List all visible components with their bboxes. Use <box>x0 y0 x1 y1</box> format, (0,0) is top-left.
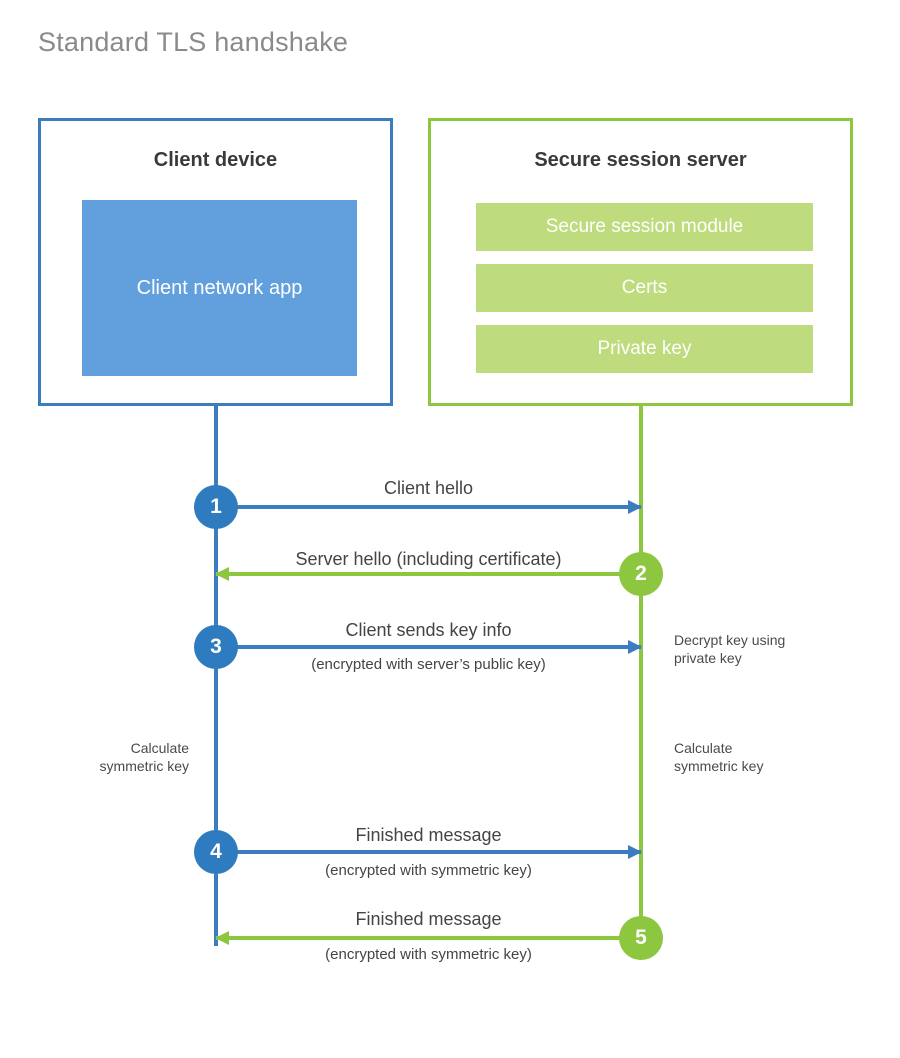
annotation-client-calculate-symmetric-key: Calculate symmetric key <box>99 740 189 775</box>
client-network-app-block: Client network app <box>82 200 357 376</box>
page-title: Standard TLS handshake <box>38 27 349 57</box>
server-component-label: Certs <box>621 277 668 298</box>
arrowhead-right-icon <box>628 640 642 654</box>
step-4-badge: 4 <box>194 830 238 874</box>
server-component-label: Private key <box>597 338 692 359</box>
server-component-label: Secure session module <box>545 216 744 237</box>
step-number: 5 <box>635 926 647 949</box>
secure-session-server-box: Secure session server Secure session mod… <box>428 118 853 406</box>
step-number: 1 <box>210 495 222 518</box>
step-4-sub-label: (encrypted with symmetric key) <box>325 862 532 879</box>
arrow-shaft <box>216 936 641 940</box>
client-network-app-label: Client network app <box>136 276 303 299</box>
step-5-badge: 5 <box>619 916 663 960</box>
client-device-title: Client device <box>153 149 278 171</box>
step-5-sub-label: (encrypted with symmetric key) <box>325 946 532 963</box>
step-1-badge: 1 <box>194 485 238 529</box>
arrow-shaft <box>216 505 641 509</box>
step-2-primary-label: Server hello (including certificate) <box>295 549 562 569</box>
secure-session-server-title: Secure session server <box>534 149 747 171</box>
step-1-primary-label: Client hello <box>383 478 474 498</box>
step-2-badge: 2 <box>619 552 663 596</box>
step-5-primary-label: Finished message <box>355 909 502 929</box>
step-3-primary-label: Client sends key info <box>345 620 512 640</box>
arrowhead-left-icon <box>215 567 229 581</box>
step-4-arrow <box>216 845 642 859</box>
server-component-secure-session-module: Secure session module <box>476 203 813 251</box>
arrow-shaft <box>216 850 641 854</box>
client-lifeline <box>214 406 218 946</box>
step-1-arrow <box>216 500 642 514</box>
step-number: 3 <box>210 635 222 658</box>
server-component-certs: Certs <box>476 264 813 312</box>
step-number: 2 <box>635 562 647 585</box>
arrowhead-left-icon <box>215 931 229 945</box>
annotation-server-calculate-symmetric-key: Calculate symmetric key <box>674 740 764 775</box>
step-3-arrow <box>216 640 642 654</box>
arrowhead-right-icon <box>628 500 642 514</box>
arrowhead-right-icon <box>628 845 642 859</box>
server-lifeline <box>639 406 643 940</box>
step-3-badge: 3 <box>194 625 238 669</box>
arrow-shaft <box>216 572 641 576</box>
client-device-box: Client device Client network app <box>38 118 393 406</box>
annotation-decrypt-key: Decrypt key using private key <box>674 632 786 667</box>
step-number: 4 <box>210 840 222 863</box>
arrow-shaft <box>216 645 641 649</box>
server-component-private-key: Private key <box>476 325 813 373</box>
step-2-arrow <box>215 567 641 581</box>
step-4-primary-label: Finished message <box>355 825 502 845</box>
step-5-arrow <box>215 931 641 945</box>
step-3-sub-label: (encrypted with server’s public key) <box>311 656 546 673</box>
